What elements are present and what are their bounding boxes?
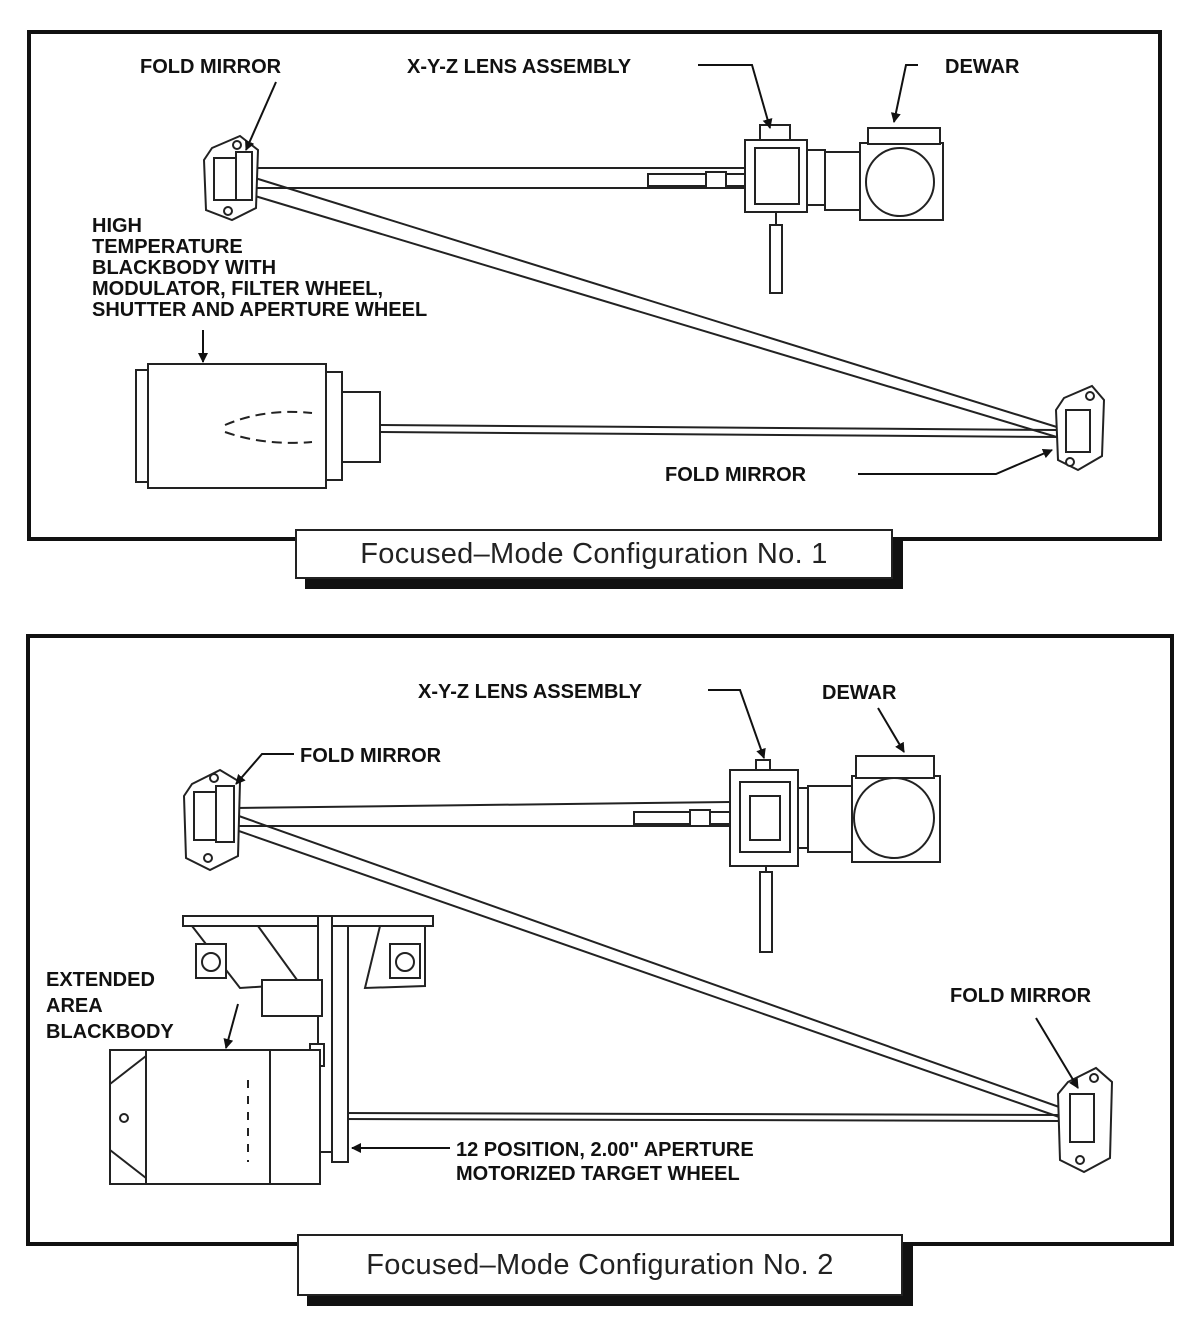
dewar-label-1: DEWAR: [945, 56, 1020, 78]
panel-2-caption: Focused–Mode Configuration No. 2: [297, 1234, 903, 1296]
extended-area-blackbody: [109, 1049, 321, 1185]
blackbody-label-line-1: HIGH: [92, 215, 142, 237]
xyz-lens-label-2: X-Y-Z LENS ASSEMBLY: [418, 681, 643, 703]
blackbody-label-line-3: BLACKBODY WITH: [92, 257, 276, 279]
xyz-lens-label-1: X-Y-Z LENS ASSEMBLY: [407, 56, 632, 78]
target-wheel-bracket: [182, 915, 434, 1163]
high-temperature-blackbody: [135, 363, 381, 489]
panel-1-leader-arrows: [198, 64, 1053, 475]
dewar-2: [807, 755, 941, 863]
xyz-lens-assembly-1: [647, 124, 826, 294]
blackbody-label-line-2: TEMPERATURE: [92, 236, 243, 258]
blackbody-label-line-5: SHUTTER AND APERTURE WHEEL: [92, 299, 427, 321]
fold-mirror-bottom-right: [1054, 384, 1106, 472]
dewar-1: [824, 127, 944, 221]
fold-mirror-right: [1056, 1066, 1114, 1174]
fold-mirror-left: [182, 768, 242, 872]
blackbody-label-line-4: MODULATOR, FILTER WHEEL,: [92, 278, 383, 300]
xyz-lens-assembly-2: [633, 759, 815, 953]
panel-1-caption: Focused–Mode Configuration No. 1: [295, 529, 893, 579]
fold-mirror-right-label: FOLD MIRROR: [950, 985, 1092, 1007]
extended-blackbody-label-line-2: AREA: [46, 995, 103, 1017]
target-wheel-label-line-1: 12 POSITION, 2.00" APERTURE: [456, 1139, 754, 1161]
panel-2-beam-lines: [234, 801, 1063, 1122]
panel-1: FOLD MIRROR X-Y-Z LENS ASSEMBLY DEWAR HI…: [92, 56, 1106, 489]
extended-blackbody-label-line-1: EXTENDED: [46, 969, 155, 991]
panel-2: X-Y-Z LENS ASSEMBLY DEWAR FOLD MIRROR FO…: [46, 681, 1114, 1185]
dewar-label-2: DEWAR: [822, 682, 897, 704]
panel-1-beam-lines: [254, 167, 1061, 439]
panel-2-leader-arrows: [223, 689, 1079, 1153]
fold-mirror-top-label: FOLD MIRROR: [140, 56, 282, 78]
fold-mirror-top-left: [202, 134, 260, 222]
fold-mirror-bottom-label: FOLD MIRROR: [665, 464, 807, 486]
fold-mirror-left-label: FOLD MIRROR: [300, 745, 442, 767]
target-wheel-label-line-2: MOTORIZED TARGET WHEEL: [456, 1163, 740, 1185]
extended-blackbody-label-line-3: BLACKBODY: [46, 1021, 174, 1043]
